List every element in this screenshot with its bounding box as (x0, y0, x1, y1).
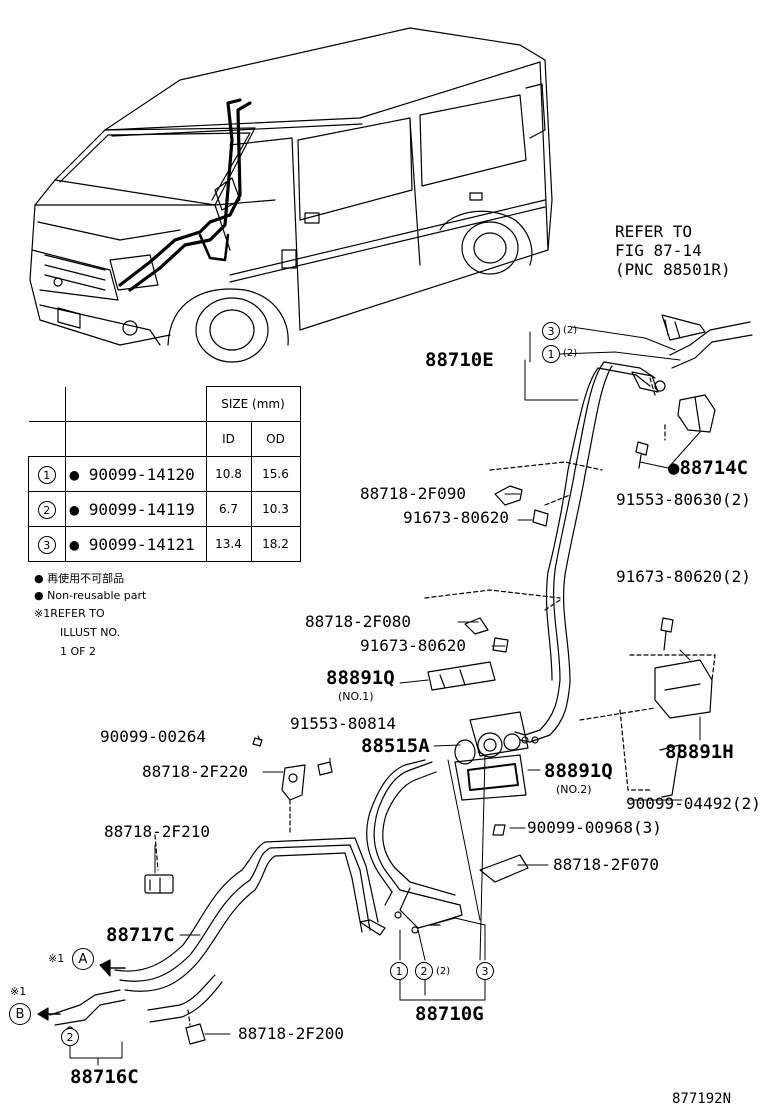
label-88718-2F070: 88718-2F070 (553, 855, 659, 874)
note-ref-2: ILLUST NO. (60, 626, 121, 639)
label-no2: (NO.2) (556, 783, 592, 796)
note-jp: ● 再使用不可部品 (34, 572, 125, 585)
connection-a-circle: A (72, 948, 94, 970)
leader-lines (69, 331, 701, 1066)
label-88718-2F080: 88718-2F080 (305, 612, 411, 631)
hose-size-table: SIZE (mm) ID OD 1 ● 90099-14120 10.8 15.… (28, 386, 301, 562)
refer-line-2: FIG 87-14 (615, 241, 702, 260)
table-row: 1 ● 90099-14120 10.8 15.6 (28, 456, 301, 492)
row-part-number: 90099-14121 (88, 534, 195, 554)
size-header: SIZE (mm) (205, 386, 301, 422)
label-88710E: 88710E (425, 349, 494, 371)
label-91673-80620-c: 91673-80620 (360, 636, 466, 655)
pipe-88710E (424, 314, 753, 743)
row-number-circle: 2 (37, 501, 56, 520)
label-88891Q-2: 88891Q (544, 760, 613, 782)
label-90099-00264: 90099-00264 (100, 727, 206, 746)
ref-mark-b: ※1 (10, 985, 27, 998)
ref-mark-a: ※1 (48, 952, 65, 965)
note-en: ● Non-reusable part (34, 589, 147, 602)
label-88718-2F200: 88718-2F200 (238, 1024, 344, 1043)
figure-number: 877192N (672, 1091, 732, 1107)
callout-circle-3: 3 (542, 322, 560, 340)
label-91673-80620-a: 91673-80620 (403, 508, 509, 527)
callout-circle-2: 2 (415, 962, 433, 980)
row-id: 13.4 (205, 526, 252, 562)
row-number-circle: 1 (37, 466, 56, 485)
refer-line-1: REFER TO (615, 222, 693, 241)
table-row: 3 ● 90099-14121 13.4 18.2 (28, 526, 301, 562)
callout-qty: (2) (563, 348, 578, 359)
label-88718-2F220: 88718-2F220 (142, 762, 248, 781)
expansion-valve-assembly (427, 617, 716, 801)
lower-pipes (37, 737, 529, 1045)
refer-line-3: (PNC 88501R) (615, 260, 731, 279)
callout-circle-1: 1 (390, 962, 408, 980)
van-illustration (29, 27, 553, 363)
label-no1: (NO.1) (338, 690, 374, 703)
label-88714C: ●88714C (668, 457, 749, 479)
callout-qty: (2) (436, 966, 451, 977)
callout-qty: (2) (563, 325, 578, 336)
callout-circle-3: 3 (476, 962, 494, 980)
label-88891H: 88891H (665, 741, 734, 763)
label-90099-04492: 90099-04492(2) (626, 794, 760, 813)
row-od: 15.6 (250, 456, 301, 492)
label-88716C: 88716C (70, 1066, 139, 1088)
row-id: 10.8 (205, 456, 252, 492)
connection-b-circle: B (9, 1003, 31, 1025)
row-od: 18.2 (250, 526, 301, 562)
callout-circle-1: 1 (542, 345, 560, 363)
od-header: OD (250, 421, 301, 457)
label-91553-80814: 91553-80814 (290, 714, 396, 733)
label-88515A: 88515A (361, 735, 430, 757)
row-number-circle: 3 (37, 536, 56, 555)
callout-circle-2: 2 (61, 1028, 79, 1046)
label-91673-80620-b: 91673-80620(2) (616, 567, 751, 586)
label-88710G: 88710G (415, 1003, 484, 1025)
label-90099-00968: 90099-00968(3) (527, 818, 662, 837)
row-id: 6.7 (205, 491, 252, 527)
row-od: 10.3 (250, 491, 301, 527)
label-88718-2F090: 88718-2F090 (360, 484, 466, 503)
label-88891Q-1: 88891Q (326, 667, 395, 689)
note-ref-3: 1 OF 2 (60, 645, 96, 658)
label-91553-80630: 91553-80630(2) (616, 490, 751, 509)
row-part-number: 90099-14120 (88, 464, 195, 484)
table-row: 2 ● 90099-14119 6.7 10.3 (28, 491, 301, 527)
id-header: ID (205, 421, 252, 457)
label-88717C: 88717C (106, 924, 175, 946)
row-part-number: 90099-14119 (88, 499, 195, 519)
note-ref-1: ※1REFER TO (34, 607, 105, 620)
label-88718-2F210: 88718-2F210 (104, 822, 210, 841)
